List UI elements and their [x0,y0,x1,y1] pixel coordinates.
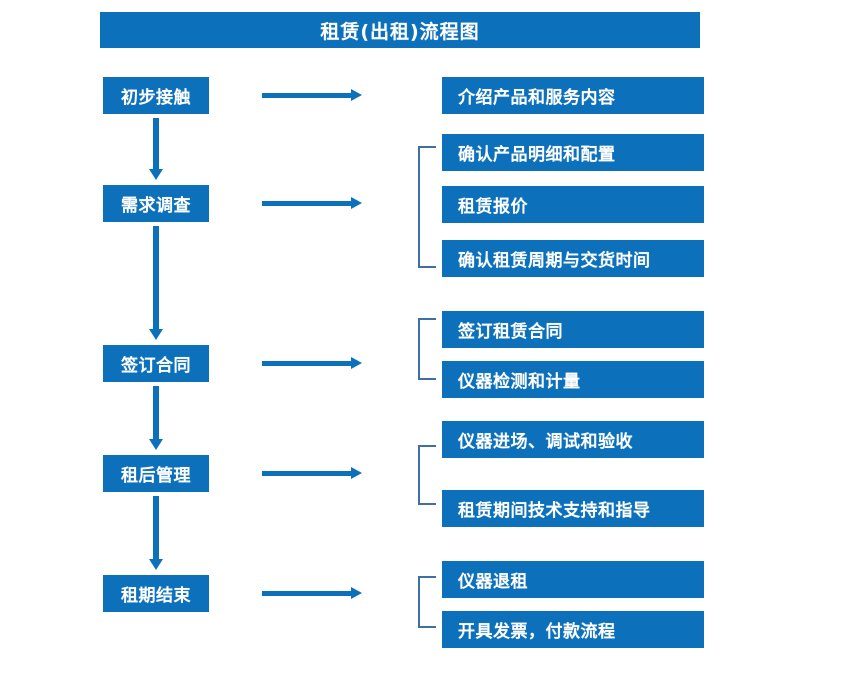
detail-box-3[interactable]: 租赁报价 [442,186,704,223]
arrow-right-icon-5 [262,587,362,599]
stage-label-3: 签订合同 [121,356,191,376]
detail-label-3: 租赁报价 [458,197,528,217]
detail-label-2: 确认产品明细和配置 [458,145,616,165]
arrow-right-icon-3 [262,357,362,369]
chart-title-text: 租赁(出租)流程图 [320,20,480,43]
arrow-down-icon-3 [149,386,163,450]
detail-box-8[interactable]: 租赁期间技术支持和指导 [442,490,704,527]
stage-label-4: 租后管理 [121,466,191,486]
detail-box-7[interactable]: 仪器进场、调试和验收 [442,421,704,458]
square-bracket-left-icon-group-4 [418,445,436,505]
detail-box-1[interactable]: 介绍产品和服务内容 [442,77,704,114]
stage-label-2: 需求调查 [121,196,191,216]
detail-box-5[interactable]: 签订租赁合同 [442,311,704,348]
stage-label-1: 初步接触 [121,88,191,108]
arrow-right-icon-1 [262,89,362,101]
square-bracket-left-icon-group-5 [418,576,436,628]
stage-box-5[interactable]: 租期结束 [103,575,209,612]
detail-label-4: 确认租赁周期与交货时间 [458,251,651,271]
stage-box-1[interactable]: 初步接触 [103,77,209,114]
detail-box-2[interactable]: 确认产品明细和配置 [442,134,704,171]
chart-title-bar: 租赁(出租)流程图 [100,12,700,48]
detail-label-10: 开具发票，付款流程 [458,622,616,642]
detail-box-9[interactable]: 仪器退租 [442,561,704,598]
arrow-down-icon-4 [149,496,163,570]
detail-box-4[interactable]: 确认租赁周期与交货时间 [442,240,704,277]
detail-label-7: 仪器进场、调试和验收 [458,432,633,452]
stage-box-2[interactable]: 需求调查 [103,185,209,222]
square-bracket-left-icon-group-2 [418,146,436,268]
detail-box-6[interactable]: 仪器检测和计量 [442,361,704,398]
detail-label-5: 签订租赁合同 [458,322,563,342]
arrow-down-icon-2 [149,226,163,340]
stage-label-5: 租期结束 [121,586,191,606]
arrow-right-icon-2 [262,197,362,209]
detail-label-8: 租赁期间技术支持和指导 [458,501,651,521]
detail-label-1: 介绍产品和服务内容 [458,88,616,108]
detail-box-10[interactable]: 开具发票，付款流程 [442,611,704,648]
square-bracket-left-icon-group-3 [418,318,436,380]
stage-box-3[interactable]: 签订合同 [103,345,209,382]
arrow-down-icon-1 [149,118,163,180]
arrow-right-icon-4 [262,467,362,479]
detail-label-9: 仪器退租 [458,572,528,592]
detail-label-6: 仪器检测和计量 [458,372,581,392]
stage-box-4[interactable]: 租后管理 [103,455,209,492]
